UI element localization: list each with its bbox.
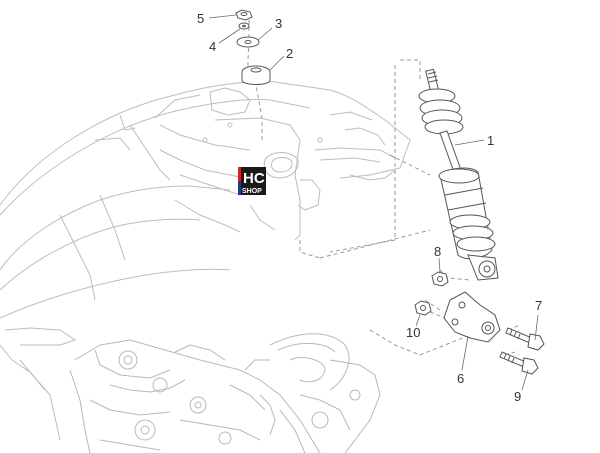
part-10-nut [414,300,432,316]
callout-8: 8 [434,244,441,259]
logo-text-hc: HC [243,170,265,187]
part-6-bracket [443,291,501,343]
part-5-nut [235,9,253,21]
callout-1: 1 [487,133,494,148]
callout-10: 10 [406,325,420,340]
callout-2: 2 [286,46,293,61]
part-7-bolt [505,327,545,351]
callout-4: 4 [209,39,216,54]
logo-text-shop: SHOP [242,188,262,195]
callout-labels: 1 2 3 4 5 6 7 8 9 10 [197,11,542,404]
part-3-washer [236,36,260,48]
callout-6: 6 [457,371,464,386]
frame-outline [0,81,411,441]
callout-7: 7 [535,298,542,313]
callout-5: 5 [197,11,204,26]
part-4-small-washer [238,22,250,30]
callout-3: 3 [275,16,282,31]
part-2-bushing [241,65,271,85]
part-8-nut [431,271,449,287]
engine-block-outline [69,333,381,453]
callout-9: 9 [514,389,521,404]
part-9-bolt [499,351,539,375]
leader-lines [208,14,539,391]
shock-absorber [418,68,499,281]
hc-shop-logo: HC SHOP [238,167,266,195]
